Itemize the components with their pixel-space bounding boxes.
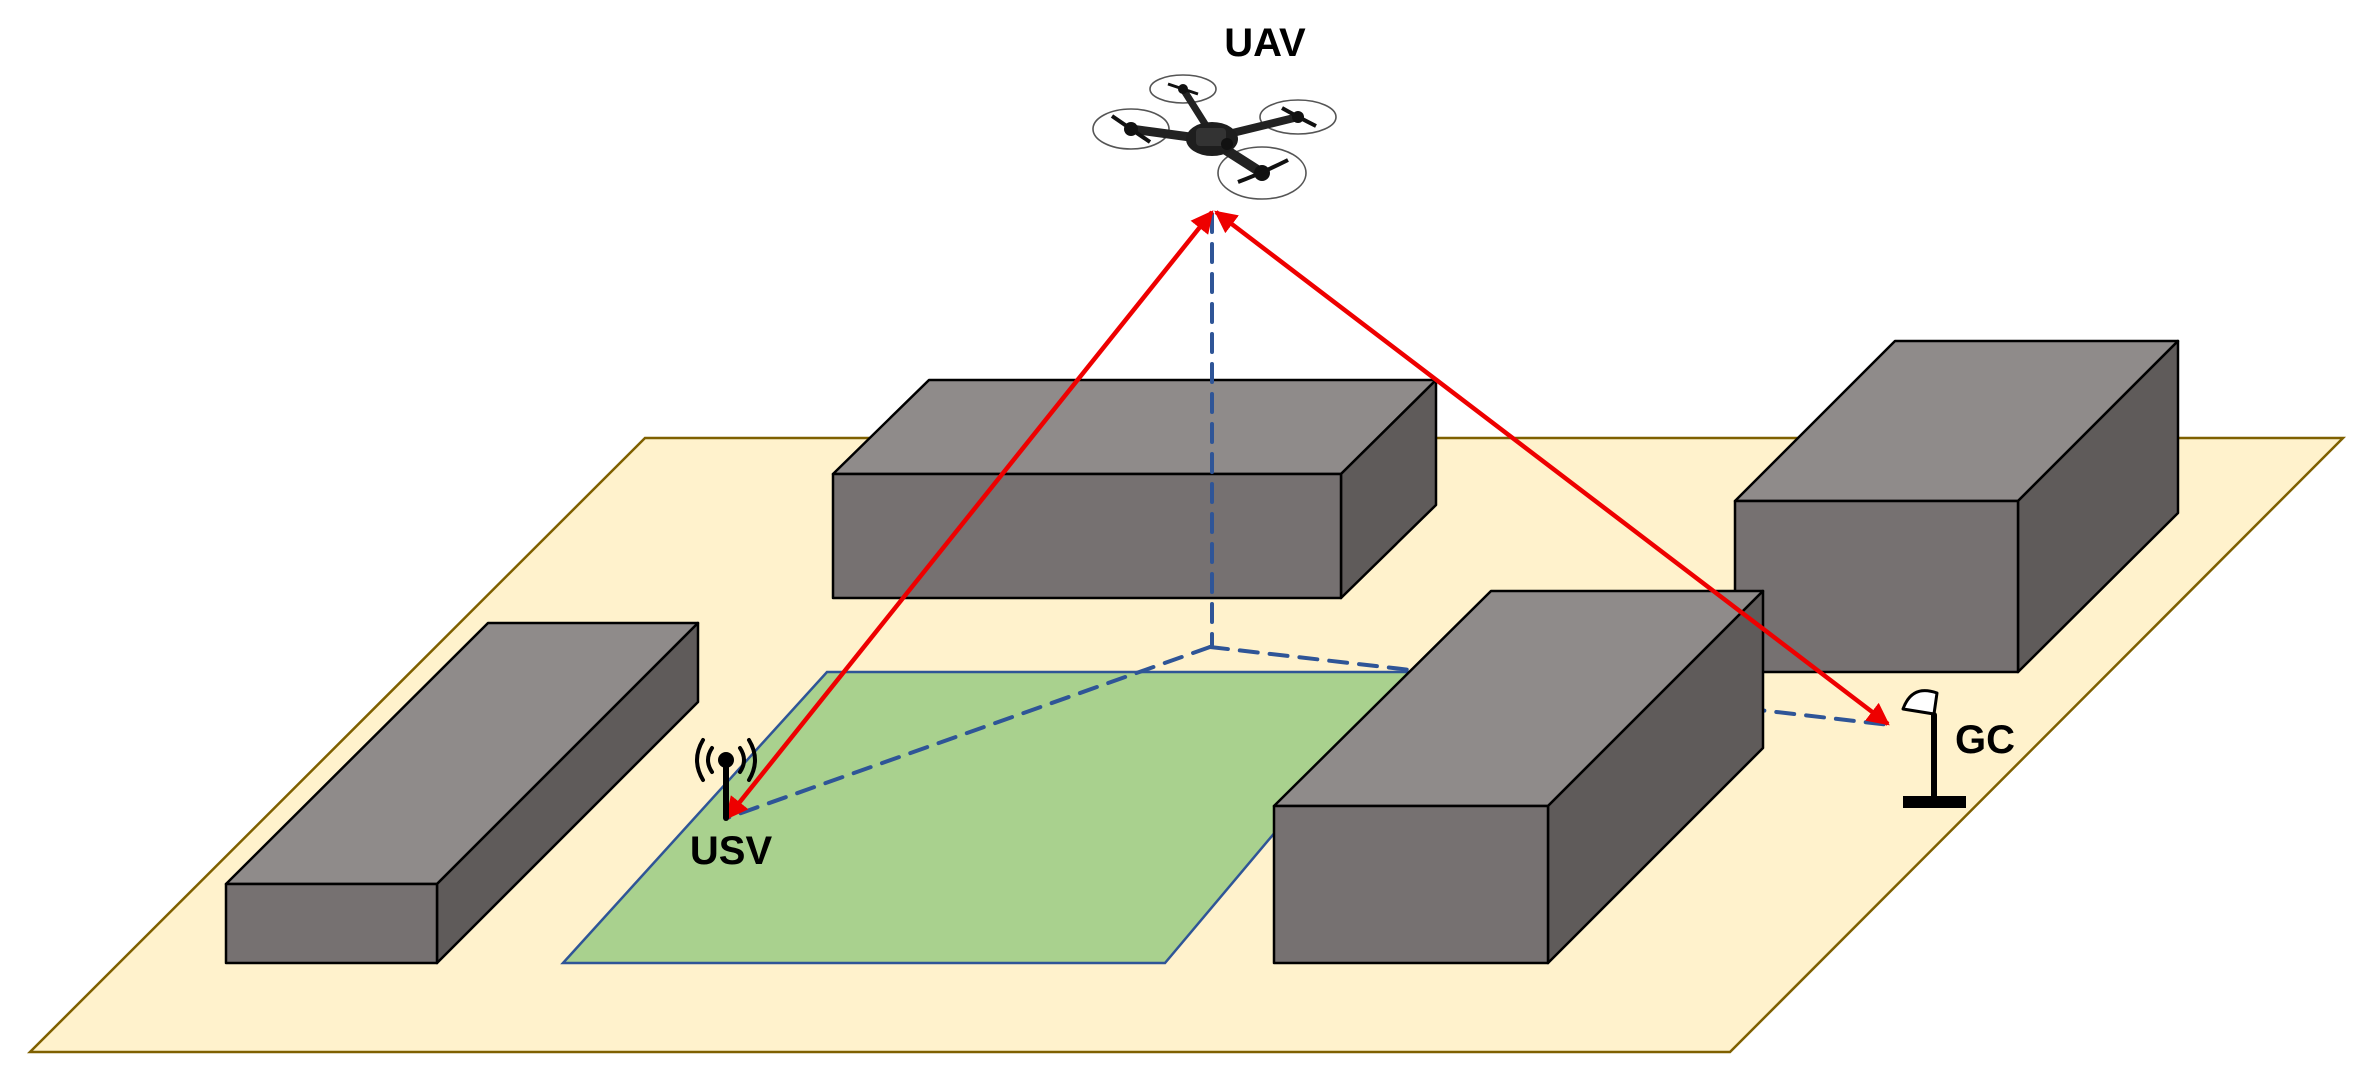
building-left <box>224 621 700 965</box>
radio-antenna-icon <box>695 738 757 821</box>
building-back-center <box>831 378 1438 600</box>
uav-label: UAV <box>1224 21 1306 65</box>
gc-label: GC <box>1955 718 2015 762</box>
ground-station-mast-icon <box>1901 689 1966 808</box>
link-usv-uav <box>725 210 1214 820</box>
usv-label: USV <box>690 829 773 873</box>
link-uav-gc <box>1214 210 1890 726</box>
communication-links <box>725 210 1890 820</box>
quadcopter-drone-icon <box>1092 74 1337 200</box>
